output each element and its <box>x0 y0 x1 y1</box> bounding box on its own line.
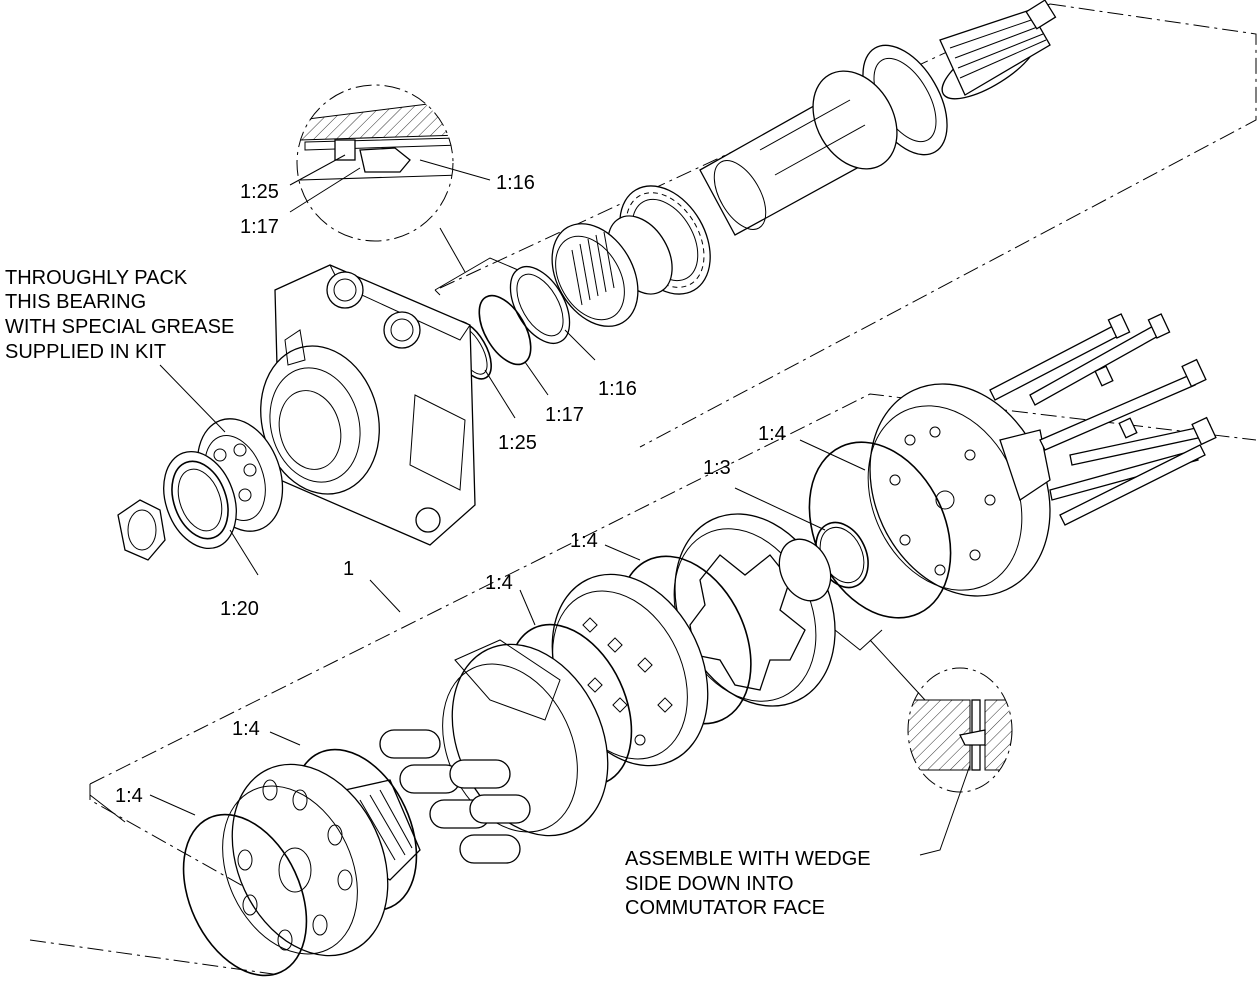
leaders-top-detail <box>289 154 491 213</box>
motor-housing <box>260 264 476 546</box>
note-bearing-line-4: SUPPLIED IN KIT <box>5 341 166 363</box>
callout-1-25-detail: 1:25 <box>240 181 279 203</box>
callout-1-4-c: 1:4 <box>485 572 513 594</box>
backup-ring-1-17 <box>478 294 532 366</box>
note-bearing-line-1: THROUGHLY PACK <box>5 267 188 289</box>
callout-1-20: 1:20 <box>220 598 259 620</box>
note-grease-bearing: THROUGHLY PACK THIS BEARING WITH SPECIAL… <box>5 267 234 363</box>
callout-1-4-a: 1:4 <box>758 423 786 445</box>
note-wedge-line-3: COMMUTATOR FACE <box>625 897 825 919</box>
bracket-lower-left <box>89 794 126 823</box>
note-wedge-line-2: SIDE DOWN INTO <box>625 873 794 895</box>
o-ring-1-4-e <box>182 813 308 977</box>
callout-1-17-detail: 1:17 <box>240 216 279 238</box>
note-bearing-line-3: WITH SPECIAL GREASE <box>5 316 234 338</box>
cover-bolts <box>989 313 1217 526</box>
note-wedge-assembly: ASSEMBLE WITH WEDGE SIDE DOWN INTO COMMU… <box>625 848 871 919</box>
kit-boundary-upper <box>439 3 1257 448</box>
callout-1-16-detail: 1:16 <box>496 172 535 194</box>
callout-1: 1 <box>343 558 354 580</box>
wear-plate <box>222 763 389 957</box>
callout-1-25: 1:25 <box>498 432 537 454</box>
callout-1-16: 1:16 <box>598 378 637 400</box>
callout-labels: 1:25 1:17 1:16 1:16 1:17 1:25 1:20 1 1:4… <box>115 172 786 807</box>
wedge-detail-view <box>907 667 1013 793</box>
callout-1-4-d: 1:4 <box>232 718 260 740</box>
callout-1-4-e: 1:4 <box>115 785 143 807</box>
output-shaft <box>699 0 1057 236</box>
note-bearing-line-2: THIS BEARING <box>5 291 146 313</box>
seal-detail-view-top <box>296 84 454 242</box>
castle-nut <box>117 499 166 561</box>
callout-1-17: 1:17 <box>545 404 584 426</box>
callout-leaders <box>149 329 971 856</box>
callout-1-3: 1:3 <box>703 457 731 479</box>
callout-1-4-b: 1:4 <box>570 530 598 552</box>
bracket-seal-group <box>434 227 519 296</box>
drive-link-bearing <box>778 538 832 602</box>
end-cover <box>867 383 1051 597</box>
note-wedge-line-1: ASSEMBLE WITH WEDGE <box>625 848 871 870</box>
bracket-wedge <box>834 629 926 701</box>
shaft-seal-1-20 <box>163 450 237 550</box>
